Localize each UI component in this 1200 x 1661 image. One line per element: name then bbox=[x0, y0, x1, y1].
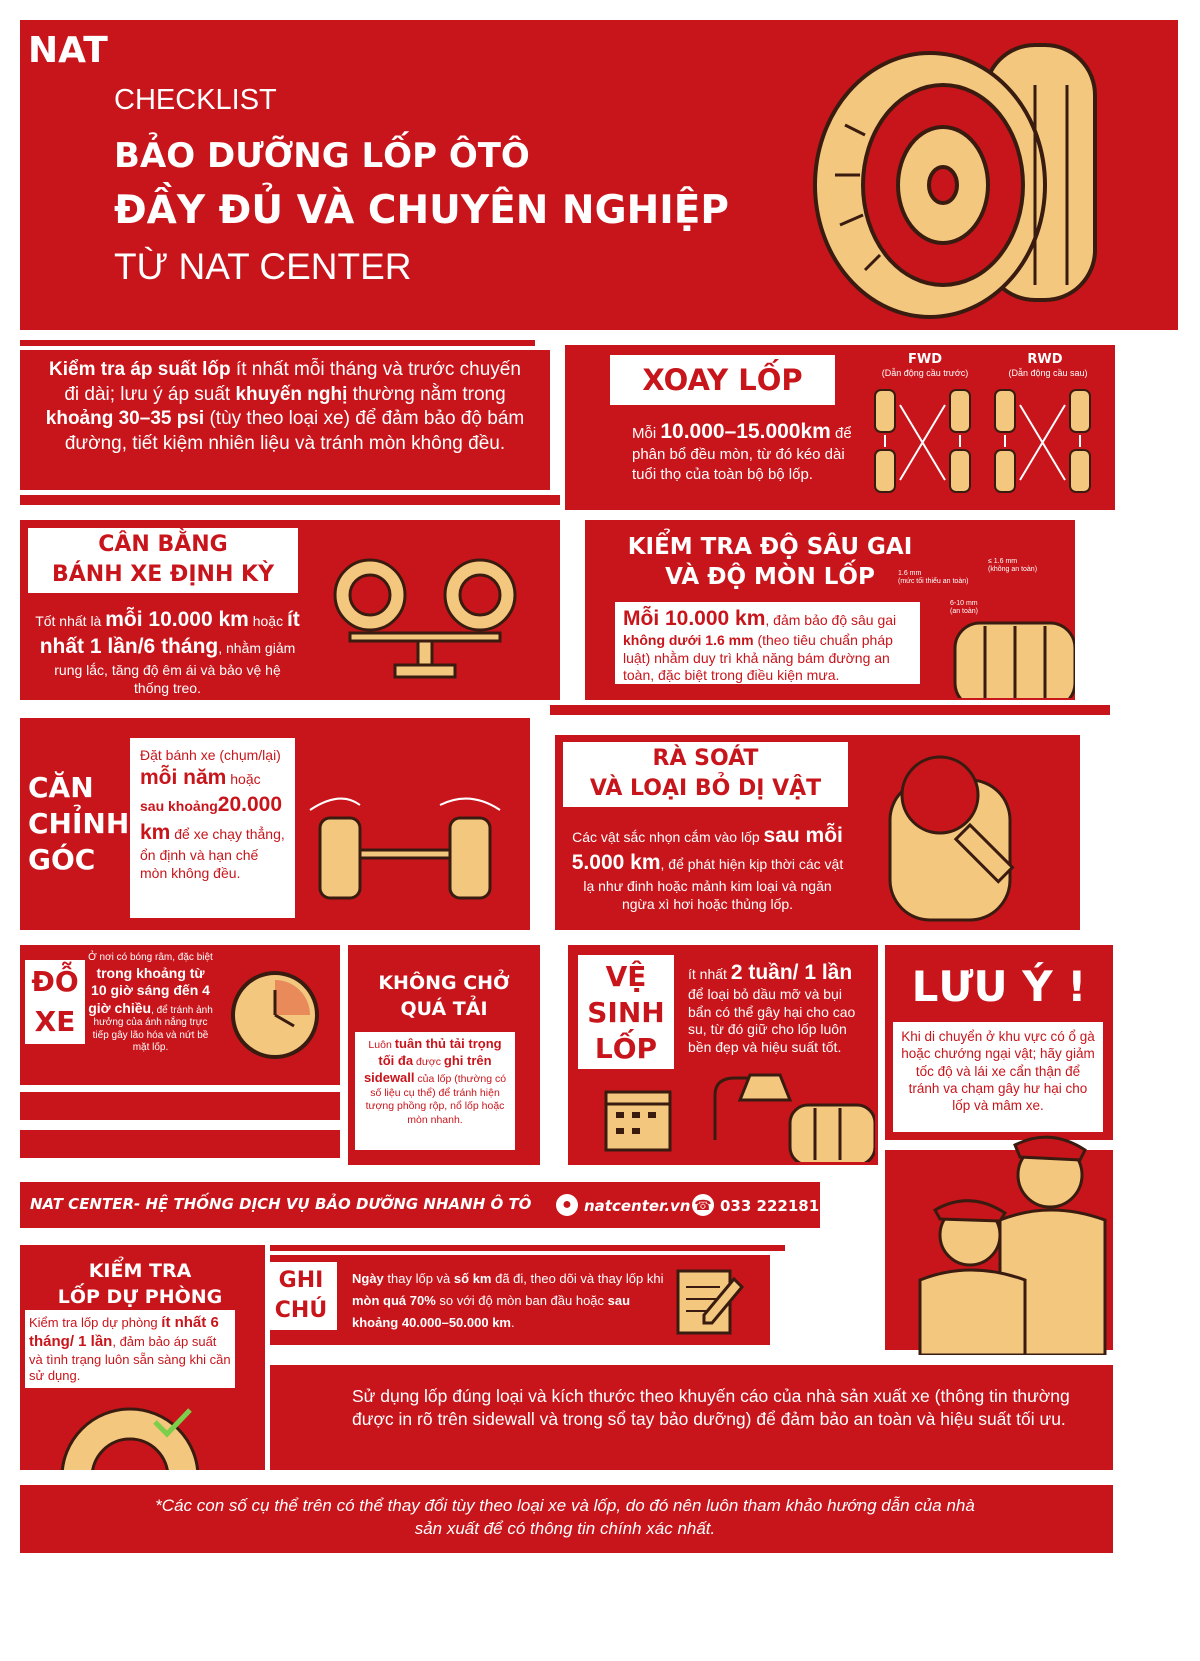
proper-tire-text: Sử dụng lốp đúng loại và kích thước theo… bbox=[352, 1386, 1070, 1429]
tread-label-1-6: 1.6 mm(mức tối thiểu an toàn) bbox=[898, 570, 969, 585]
divider bbox=[20, 1130, 340, 1158]
rotation-title: XOAY LỐP bbox=[610, 355, 835, 405]
cleaning-title: VỆ SINH LỐP bbox=[578, 955, 674, 1069]
spare-text-box: Kiểm tra lốp dự phòng ít nhất 6 tháng/ 1… bbox=[25, 1310, 235, 1388]
contact-website[interactable]: natcenter.vn bbox=[584, 1197, 691, 1215]
divider bbox=[270, 1245, 785, 1251]
footer-note: *Các con số cụ thể trên có thể thay đổi … bbox=[155, 1496, 975, 1538]
alignment-text-box: Đặt bánh xe (chụm/lại) mỗi năm hoặc sau … bbox=[130, 738, 295, 918]
globe-icon[interactable]: ● bbox=[556, 1194, 578, 1216]
alignment-illustration bbox=[309, 797, 501, 900]
tread-label-unsafe: ≤ 1.6 mm(không an toàn) bbox=[988, 558, 1038, 573]
spare-tire-illustration bbox=[60, 1407, 200, 1470]
proper-tire-panel bbox=[270, 1365, 1113, 1470]
footer-panel bbox=[20, 1485, 1113, 1553]
tread-title-line1: KIỂM TRA ĐỘ SÂU GAI bbox=[627, 534, 913, 560]
balance-title-box: CÂN BẰNG BÁNH XE ĐỊNH KỲ bbox=[28, 528, 298, 593]
note-text-box: Khi di chuyển ở khu vực có ổ gà hoặc chư… bbox=[893, 1022, 1103, 1132]
alignment-title-line1: CĂN bbox=[28, 771, 94, 804]
balance-scale-illustration bbox=[333, 558, 517, 679]
pressure-panel bbox=[20, 350, 550, 490]
fwd-label: FWD bbox=[907, 352, 942, 367]
divider bbox=[550, 705, 1110, 715]
contact-phone[interactable]: 033 2221818 bbox=[720, 1197, 830, 1215]
memo-title: GHI CHÚ bbox=[265, 1262, 337, 1330]
tread-title: KIỂM TRA ĐỘ SÂU GAI VÀ ĐỘ MÒN LỐP bbox=[605, 532, 935, 592]
alignment-title-line3: GÓC bbox=[28, 843, 96, 876]
shower-tire-illustration bbox=[713, 1073, 875, 1162]
header-tires-illustration bbox=[813, 43, 1097, 319]
header-line1: CHECKLIST bbox=[114, 84, 277, 116]
tread-label-safe: 6-10 mm(an toàn) bbox=[950, 600, 979, 615]
tread-title-line2: VÀ ĐỘ MÒN LỐP bbox=[665, 564, 875, 590]
mechanics-illustration bbox=[918, 1135, 1107, 1355]
clock-icon bbox=[231, 971, 319, 1059]
tread-text-box: Mỗi 10.000 km, đảm bảo độ sâu gai không … bbox=[615, 602, 920, 684]
notepad-icon bbox=[676, 1269, 745, 1335]
contact-company: NAT CENTER- HỆ THỐNG DỊCH VỤ BẢO DƯỠNG N… bbox=[30, 1195, 532, 1213]
fwd-sublabel: (Dẫn động cầu trước) bbox=[881, 368, 969, 378]
debris-title-box: RÀ SOÁT VÀ LOẠI BỎ DỊ VẬT bbox=[563, 742, 848, 807]
note-title: LƯU Ý ! bbox=[911, 962, 1087, 1011]
spare-title: KIỂM TRA LỐP DỰ PHÒNG bbox=[57, 1260, 223, 1308]
brand-logo: NAT bbox=[28, 30, 108, 71]
parking-text: Ở nơi có bóng râm, đặc biệt trong khoảng… bbox=[88, 952, 213, 1053]
overload-text-box: Luôn tuân thủ tải trọng tối đa được ghi … bbox=[355, 1032, 515, 1150]
calendar-icon bbox=[604, 1090, 672, 1152]
contact-bar bbox=[20, 1182, 820, 1228]
rwd-label: RWD bbox=[1027, 352, 1063, 367]
divider bbox=[20, 495, 560, 505]
rotation-diagram bbox=[874, 389, 1091, 493]
memo-text: Ngày thay lốp và số km đã đi, theo dõi v… bbox=[352, 1271, 664, 1331]
cleaning-text: ít nhất 2 tuần/ 1 lần để loại bỏ dầu mỡ … bbox=[688, 961, 856, 1055]
overload-title: KHÔNG CHỞ QUÁ TẢI bbox=[378, 972, 510, 1020]
divider bbox=[20, 340, 535, 346]
phone-icon[interactable]: ☎ bbox=[692, 1194, 714, 1216]
debris-title-line2: VÀ LOẠI BỎ DỊ VẬT bbox=[589, 776, 822, 801]
balance-title-line1: CÂN BẰNG bbox=[98, 532, 228, 557]
header-line2: BẢO DƯỠNG LỐP ÔTÔ bbox=[114, 136, 530, 176]
tread-tire-illustration bbox=[953, 621, 1075, 698]
magnifier-tire-illustration bbox=[888, 755, 1015, 922]
pressure-text: Kiểm tra áp suất lốp ít nhất mỗi tháng v… bbox=[45, 359, 525, 455]
alignment-title: CĂN CHỈNH GÓC bbox=[28, 770, 129, 878]
header-line3: ĐẦY ĐỦ VÀ CHUYÊN NGHIỆP bbox=[114, 188, 729, 233]
rwd-sublabel: (Dẫn động cầu sau) bbox=[1008, 368, 1088, 378]
rotation-text: Mỗi 10.000–15.000km để phân bổ đều mòn, … bbox=[632, 420, 852, 483]
alignment-title-line2: CHỈNH bbox=[28, 807, 130, 840]
header-line4: TỪ NAT CENTER bbox=[114, 246, 412, 287]
balance-title-line2: BÁNH XE ĐỊNH KỲ bbox=[51, 562, 274, 587]
debris-text: Các vật sắc nhọn cắm vào lốp sau mỗi 5.0… bbox=[571, 824, 844, 912]
divider bbox=[20, 1092, 340, 1120]
balance-text: Tốt nhất là mỗi 10.000 km hoặc ít nhất 1… bbox=[35, 608, 300, 696]
parking-title: ĐỖ XE bbox=[25, 960, 85, 1044]
debris-title-line1: RÀ SOÁT bbox=[652, 746, 759, 771]
